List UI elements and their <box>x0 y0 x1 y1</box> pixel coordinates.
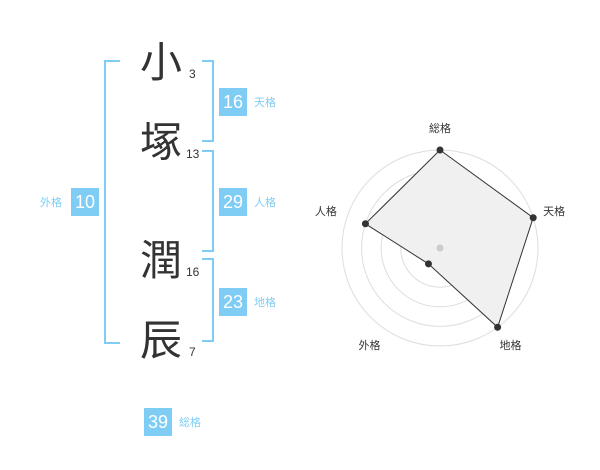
gaikaku-value: 10 <box>71 188 99 216</box>
radar-points <box>361 146 537 331</box>
soukaku-label: 総格 <box>179 416 201 429</box>
stroke-count-2: 13 <box>186 147 200 161</box>
tenkaku-value: 16 <box>219 88 247 116</box>
radar-center-dot <box>436 244 444 252</box>
stroke-count-3: 16 <box>186 265 200 279</box>
name-char-3: 潤 <box>140 236 183 285</box>
chikaku-bracket <box>202 258 214 342</box>
gaikaku-bracket <box>104 60 120 344</box>
name-char-4: 辰 <box>140 316 183 365</box>
radar-point <box>361 220 369 228</box>
tenkaku-label: 天格 <box>254 96 276 109</box>
chikaku-value: 23 <box>219 288 247 316</box>
jinkaku-label: 人格 <box>254 196 276 209</box>
chikaku-label: 地格 <box>254 296 276 309</box>
jinkaku-value: 29 <box>219 188 247 216</box>
radar-axis-label: 外格 <box>359 338 381 352</box>
radar-axis-label: 天格 <box>543 204 565 218</box>
soukaku-value: 39 <box>144 408 172 436</box>
radar-point <box>424 260 432 268</box>
tenkaku-bracket <box>202 60 214 142</box>
radar-point <box>529 214 537 222</box>
stroke-count-4: 7 <box>189 345 196 359</box>
jinkaku-bracket <box>202 150 214 252</box>
name-char-2: 塚 <box>140 118 183 167</box>
radar-axis-label: 地格 <box>500 338 522 352</box>
name-char-1: 小 <box>140 38 183 87</box>
stroke-count-1: 3 <box>189 67 196 81</box>
radar-point <box>494 323 502 331</box>
radar-axis-label: 人格 <box>315 204 337 218</box>
radar-point <box>436 146 444 154</box>
radar-data-polygon <box>364 149 534 329</box>
gaikaku-label: 外格 <box>40 196 62 209</box>
radar-axis-label: 総格 <box>429 121 451 135</box>
